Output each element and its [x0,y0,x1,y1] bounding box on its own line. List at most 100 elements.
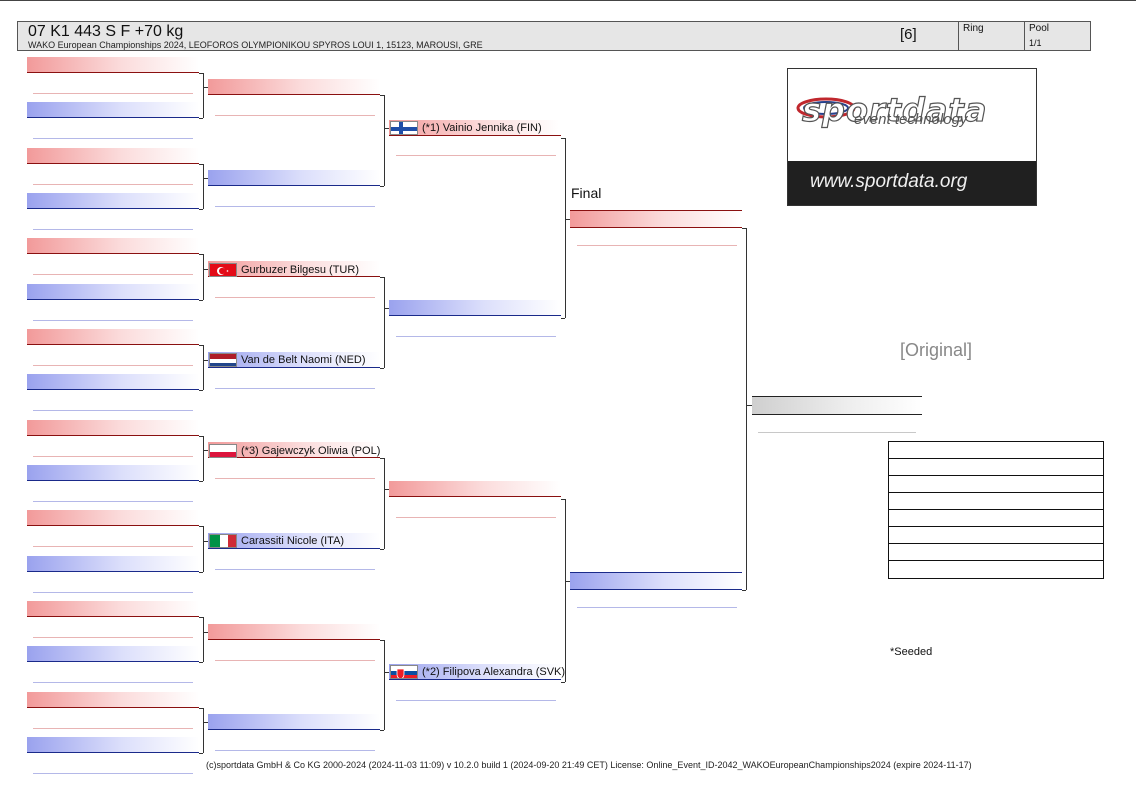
slot-r1-13[interactable] [27,601,199,617]
connector [380,95,384,96]
slot-r2-4[interactable] [208,352,380,368]
flag-svk-icon [390,665,418,679]
slot-r3-1[interactable] [389,120,561,136]
slot-r1-3[interactable] [27,148,199,164]
results-table [888,441,1104,579]
connector [561,682,565,683]
connector [203,632,208,633]
slot-final-blue[interactable] [570,572,742,590]
slot-r3-4[interactable] [389,664,561,680]
competitor-name: (*3) Gajewczyk Oliwia (POL) [241,445,381,457]
slot-r2-sub [215,115,375,116]
sheet-header: 07 K1 443 S F +70 kg WAKO European Champ… [17,21,1091,51]
slot-r1-sub [33,138,193,139]
ring-label: Ring [963,23,984,34]
connector [384,95,385,186]
connector [199,708,203,709]
connector [380,549,384,550]
connector [199,118,203,119]
slot-r2-8[interactable] [208,714,380,730]
connector [203,178,208,179]
slot-r3-3[interactable] [389,481,561,497]
slot-r2-sub [215,478,375,479]
top-rule [0,0,1136,1]
slot-r2-2[interactable] [208,170,380,186]
slot-r1-8[interactable] [27,374,199,390]
slot-winner[interactable] [752,396,922,415]
connector [203,526,204,572]
slot-r1-16[interactable] [27,737,199,753]
competitor-gajewczyk[interactable]: (*3) Gajewczyk Oliwia (POL) [209,443,380,459]
slot-r4-sub [577,245,737,246]
logo-top: sportdata event technology [788,69,1036,161]
connector [384,640,385,730]
logo-url-bar: www.sportdata.org [788,161,1036,205]
connector [380,186,384,187]
connector [203,722,208,723]
slot-r1-6[interactable] [27,284,199,300]
slot-r2-3[interactable] [208,261,380,277]
slot-r1-sub [33,320,193,321]
slot-r3-sub [396,517,556,518]
connector [742,228,746,229]
connector [203,360,208,361]
pool-label: Pool [1029,23,1050,34]
connector [384,672,389,673]
connector [203,164,204,209]
connector [565,138,566,318]
seeded-note: *Seeded [890,646,933,658]
slot-r1-sub [33,274,193,275]
competitor-carassiti[interactable]: Carassiti Nicole (ITA) [209,533,344,549]
connector [384,458,385,549]
slot-r2-7[interactable] [208,624,380,640]
slot-r1-14[interactable] [27,646,199,662]
competitor-gurbuzer[interactable]: Gurbuzer Bilgesu (TUR) [209,262,359,278]
slot-r1-5[interactable] [27,238,199,254]
slot-r3-2[interactable] [389,300,561,316]
connector [203,87,208,88]
sportdata-logo[interactable]: sportdata event technology www.sportdata… [787,68,1037,206]
competitor-vainio[interactable]: (*1) Vainio Jennika (FIN) [390,120,542,136]
slot-r1-9[interactable] [27,420,199,436]
connector [380,458,384,459]
connector [380,277,384,278]
slot-final-red[interactable] [570,210,742,228]
competitor-name: Gurbuzer Bilgesu (TUR) [241,264,359,276]
slot-r1-1[interactable] [27,57,199,73]
slot-r2-sub [215,660,375,661]
connector [565,219,570,220]
logo-url: www.sportdata.org [810,171,968,192]
slot-r1-7[interactable] [27,329,199,345]
slot-r2-sub [215,297,375,298]
flag-fin-icon [390,121,418,135]
connector [203,73,204,118]
competitor-filipova[interactable]: (*2) Filipova Alexandra (SVK) [390,664,565,680]
slot-r2-6[interactable] [208,533,380,549]
slot-r1-15[interactable] [27,692,199,708]
slot-r1-12[interactable] [27,556,199,572]
slot-r1-4[interactable] [27,193,199,209]
competitor-name: (*1) Vainio Jennika (FIN) [422,122,542,134]
slot-r2-1[interactable] [208,79,380,95]
slot-r1-11[interactable] [27,510,199,526]
connector [203,436,204,481]
connector [561,499,565,500]
results-row [889,442,1103,459]
slot-r1-10[interactable] [27,465,199,481]
connector [199,164,203,165]
competitor-name: Van de Belt Naomi (NED) [241,354,366,366]
slot-r2-sub [215,750,375,751]
slot-r2-sub [215,388,375,389]
competitor-name: Carassiti Nicole (ITA) [241,535,345,547]
connector [199,209,203,210]
slot-r1-sub [33,728,193,729]
connector [384,489,389,490]
slot-r3-sub [396,700,556,701]
slot-r1-2[interactable] [27,102,199,118]
connector [203,269,208,270]
competitor-vandebelt[interactable]: Van de Belt Naomi (NED) [209,352,366,368]
connector [746,405,752,406]
slot-r2-5[interactable] [208,442,380,458]
slot-r1-sub [33,501,193,502]
connector [199,390,203,391]
